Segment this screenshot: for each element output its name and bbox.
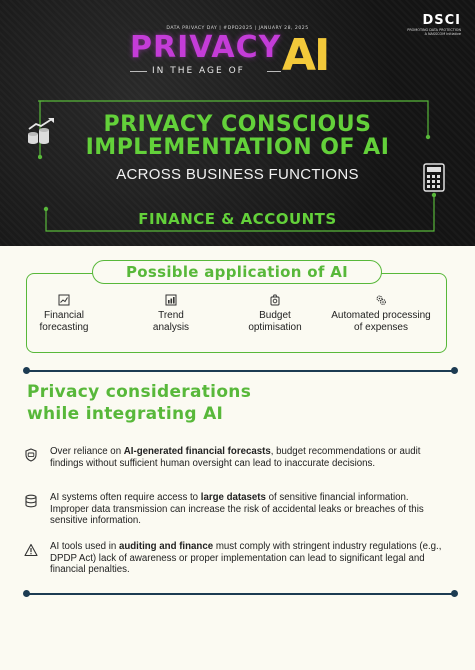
application-label: Trend analysis (121, 310, 221, 334)
title-ai: AI (282, 34, 342, 78)
database-icon (25, 494, 37, 508)
warning-icon (24, 543, 38, 557)
title-sub: IN THE AGE OF (152, 66, 245, 76)
hero-heading-line2: IMPLEMENTATION OF AI (85, 135, 390, 160)
calculator-icon (423, 163, 445, 192)
title-ai-text: AI (282, 30, 330, 81)
considerations-title: Privacy considerations while integrating… (27, 381, 251, 425)
application-label-line2: forecasting (39, 322, 89, 333)
title-privacy: PRIVACY (130, 30, 282, 65)
budget-icon (270, 294, 280, 306)
application-label-line2: optimisation (248, 322, 302, 333)
consideration-text-post: , budget recommendations or audit findin… (50, 446, 421, 469)
divider-dot-left (23, 367, 30, 374)
hero-banner: DATA PRIVACY DAY | #DPD2025 | JANUARY 28… (0, 0, 475, 246)
consideration-text-bold: auditing and finance (118, 541, 214, 552)
coins-growth-icon (28, 118, 54, 144)
application-item-budget: Budget optimisation (225, 294, 325, 334)
consideration-text-bold: large datasets (200, 492, 266, 503)
hero-heading-line1: PRIVACY CONSCIOUS (103, 112, 372, 137)
consideration-text-pre: AI tools used in (50, 541, 119, 552)
title-sub-line-right (267, 71, 281, 72)
application-label-line1: Budget (259, 310, 291, 321)
application-label: Financial forecasting (14, 310, 114, 334)
gears-icon (376, 295, 386, 305)
application-label: Budget optimisation (225, 310, 325, 334)
application-label-line2: analysis (152, 322, 190, 333)
application-label: Automated processing of expenses (316, 310, 446, 334)
application-label-line1: Trend (158, 310, 184, 321)
application-item-expenses: Automated processing of expenses (316, 294, 446, 334)
shield-alert-icon (25, 448, 37, 462)
trend-icon (165, 294, 177, 306)
hero-heading: PRIVACY CONSCIOUS IMPLEMENTATION OF AI (0, 113, 475, 159)
applications-title: Possible application of AI (125, 263, 349, 281)
consideration-text: Over reliance on AI-generated financial … (50, 446, 442, 469)
function-title: FINANCE & ACCOUNTS (138, 210, 337, 228)
application-item-trend: Trend analysis (121, 294, 221, 334)
consideration-text-post: must comply with stringent industry regu… (50, 541, 442, 575)
consideration-text-bold: AI-generated financial forecasts (123, 446, 271, 457)
consideration-text-pre: AI systems often require access to (50, 492, 201, 503)
application-label-line1: Financial (43, 310, 85, 321)
consideration-text-pre: Over reliance on (50, 446, 124, 457)
hero-texture (0, 0, 475, 246)
divider-dot-right-bottom (451, 590, 458, 597)
applications-title-pill: Possible application of AI (92, 260, 382, 284)
application-label-line2: of expenses (354, 322, 408, 333)
dsci-tagline: PROMOTING DATA PROTECTION (407, 28, 461, 32)
divider-bottom (28, 593, 452, 595)
consideration-item-overreliance: Over reliance on AI-generated financial … (24, 446, 444, 486)
divider-top (28, 370, 452, 372)
title-sub-line-left (130, 71, 147, 72)
application-item-forecasting: Financial forecasting (14, 294, 114, 334)
consideration-text-post: of sensitive financial information. Impr… (50, 492, 424, 526)
consideration-text: AI systems often require access to large… (50, 492, 442, 527)
forecast-icon (58, 294, 70, 306)
divider-dot-right (451, 367, 458, 374)
considerations-title-line1: Privacy considerations (27, 382, 252, 402)
application-label-line1: Automated processing (331, 310, 431, 321)
divider-dot-left-bottom (23, 590, 30, 597)
dsci-logo-tagline: PROMOTING DATA PROTECTION A NASSCOM Init… (403, 28, 461, 37)
hero-subheading: ACROSS BUSINESS FUNCTIONS (116, 166, 359, 183)
considerations-title-line2: while integrating AI (27, 404, 224, 424)
consideration-item-datasets: AI systems often require access to large… (24, 492, 444, 532)
event-line: DATA PRIVACY DAY | #DPD2025 | JANUARY 28… (166, 26, 309, 31)
consideration-text: AI tools used in auditing and finance mu… (50, 541, 442, 576)
dsci-logo: DSCI (422, 13, 461, 28)
dsci-initiative: A NASSCOM Initiative (424, 32, 461, 37)
consideration-item-compliance: AI tools used in auditing and finance mu… (24, 541, 444, 581)
